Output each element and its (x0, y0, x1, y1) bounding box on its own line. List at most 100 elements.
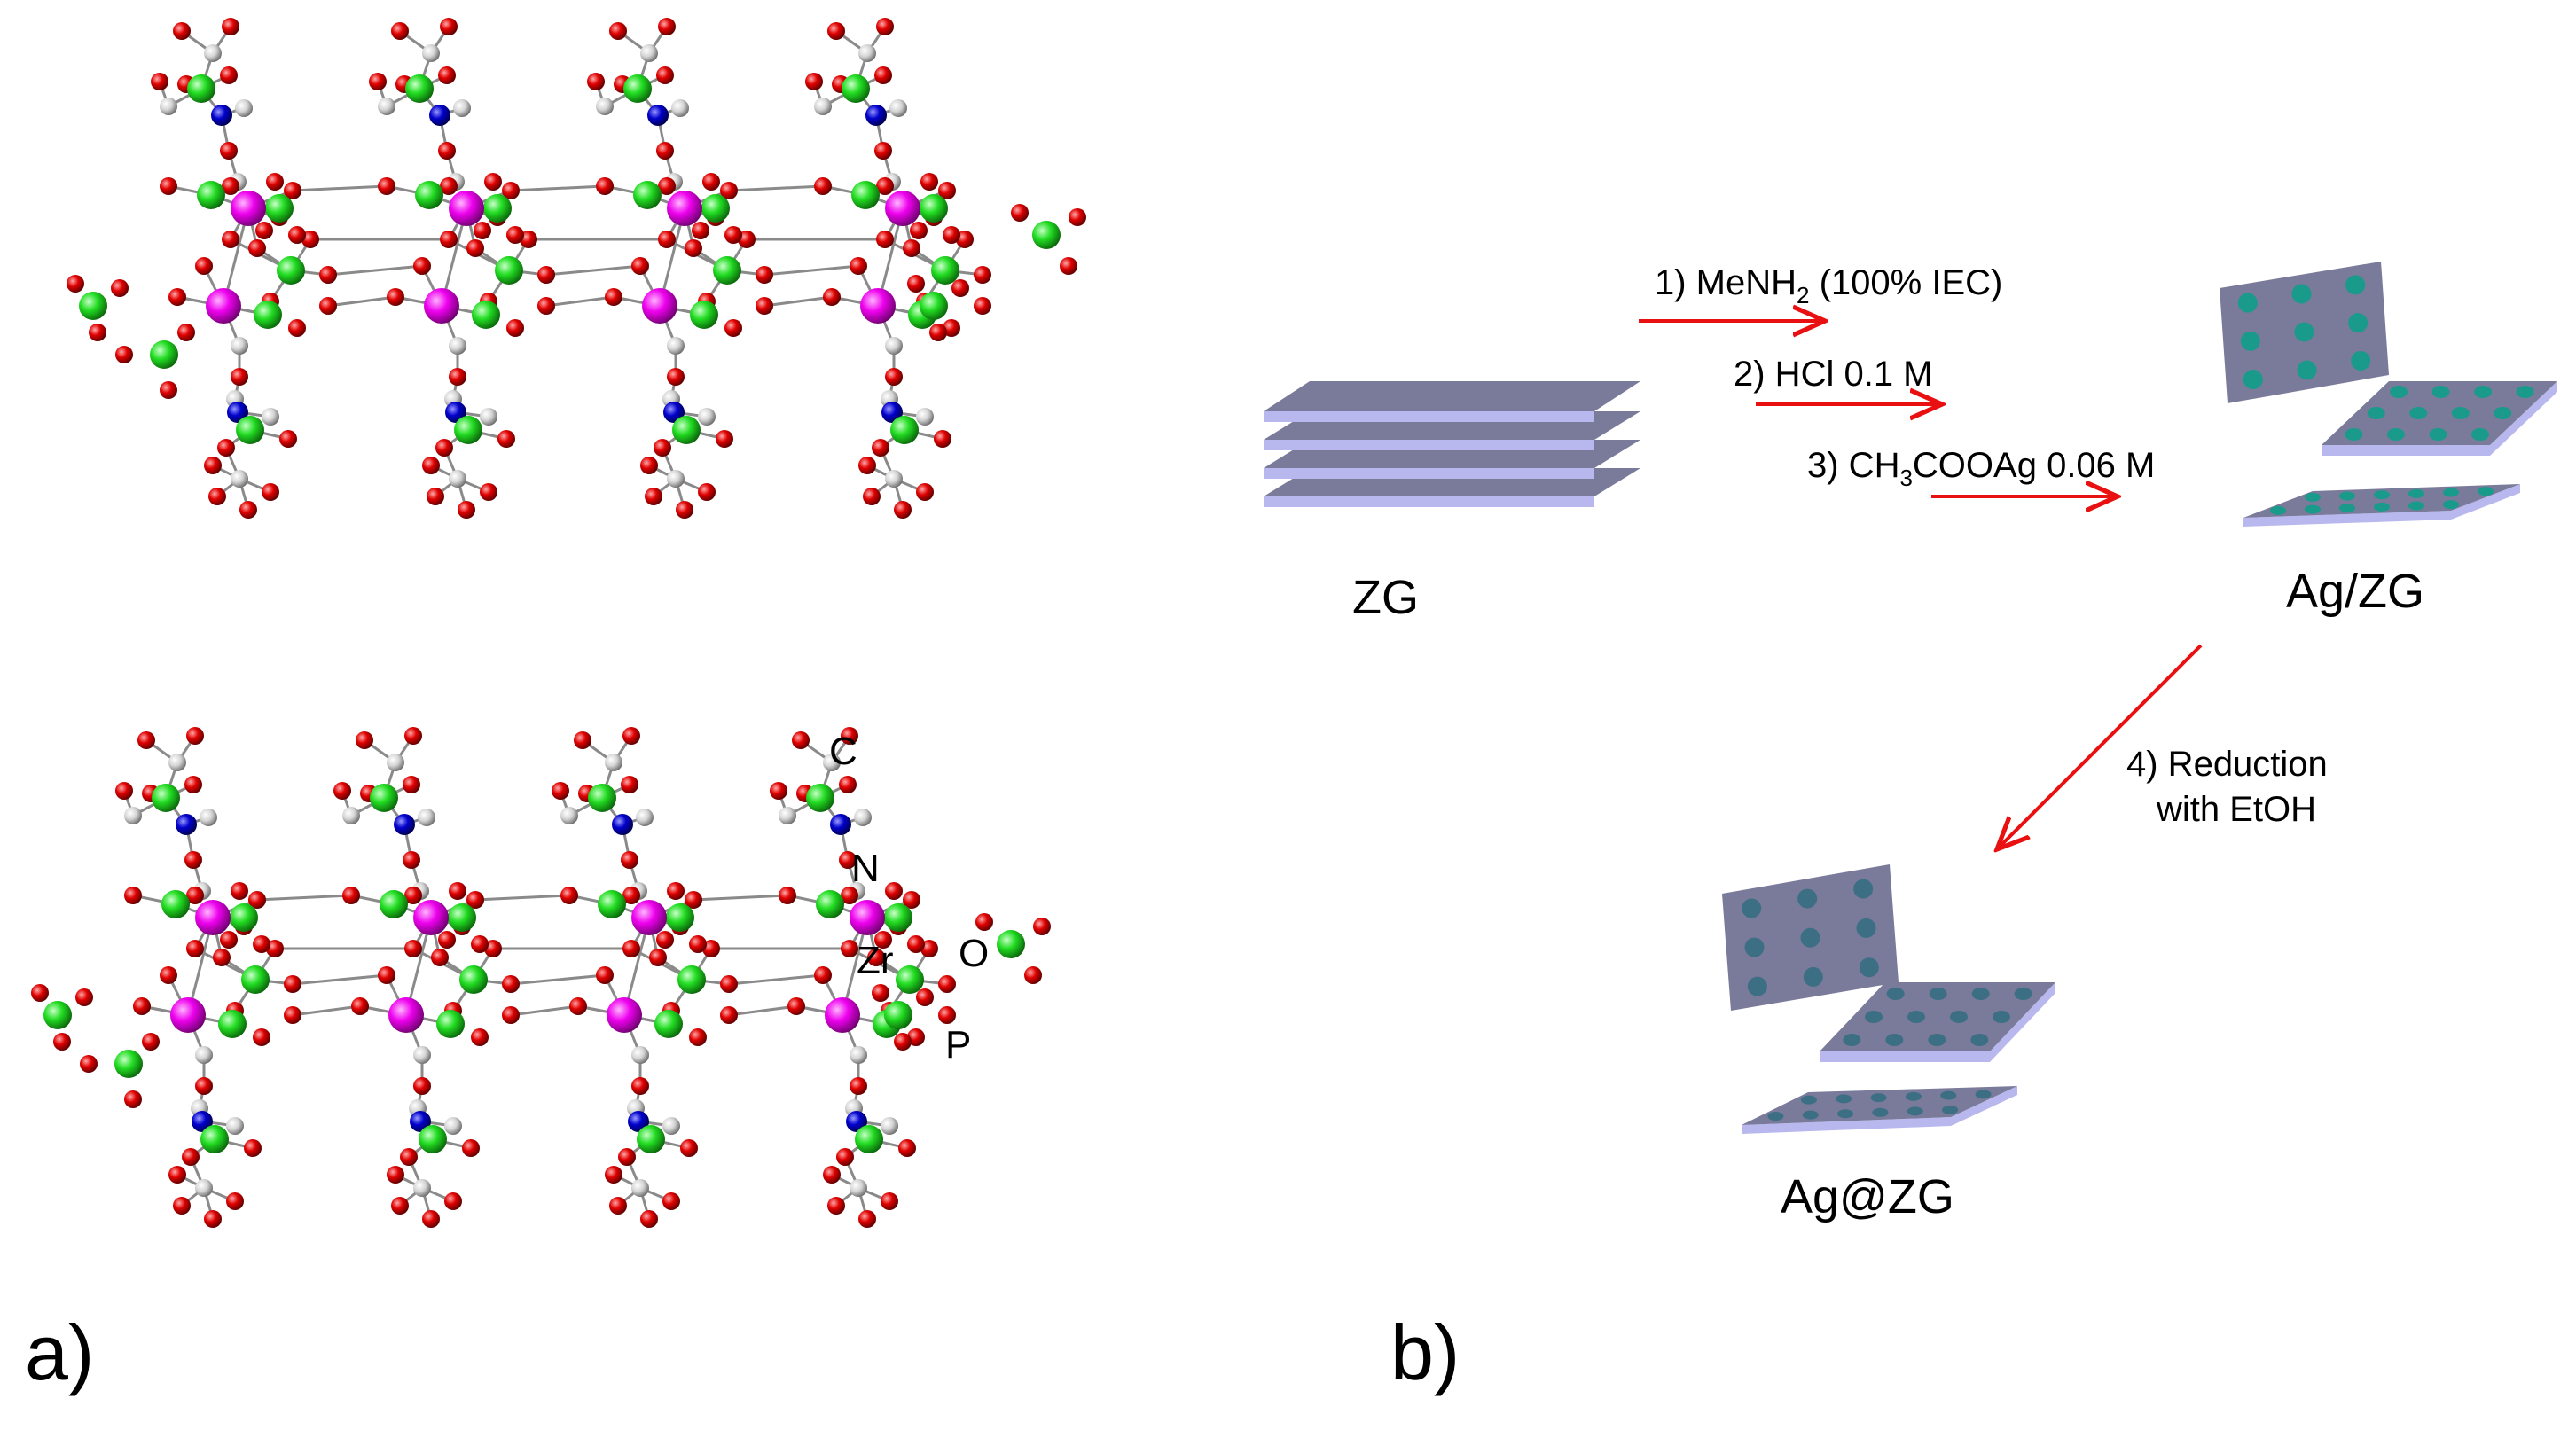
atom-o (537, 297, 555, 315)
atom-c (387, 754, 404, 771)
silver-particle (1747, 976, 1767, 996)
silver-particle (2348, 313, 2369, 333)
atom-o (898, 1139, 916, 1157)
silver-particle (1993, 1011, 2010, 1023)
atom-n (865, 105, 887, 126)
sheet-edge (2243, 511, 2451, 527)
atom-o (827, 22, 845, 40)
silver-particle (2516, 386, 2534, 398)
atom-p (677, 965, 706, 994)
atom-p (598, 890, 626, 918)
atom-o (244, 1139, 262, 1157)
chemical-bond (510, 184, 606, 192)
panel-label-a: a) (25, 1309, 94, 1396)
silver-particle (2474, 386, 2493, 398)
chemical-bond (545, 295, 615, 308)
atom-o (440, 18, 458, 35)
atom-o (204, 457, 222, 474)
atom-o (480, 483, 497, 501)
chemical-bond (510, 1004, 579, 1017)
atom-p (931, 256, 959, 285)
atom-o (640, 457, 658, 474)
atom-c (168, 754, 186, 771)
chemical-bond (292, 1004, 361, 1017)
atom-c (444, 1117, 462, 1135)
atom-zr (195, 900, 231, 935)
atom-o (333, 782, 351, 800)
atom-c (235, 99, 253, 117)
atom-c (885, 337, 903, 355)
step-1-label: 1) MeNH2 (100% IEC) (1655, 263, 2002, 309)
atom-p (890, 416, 919, 444)
atom-o (702, 173, 720, 191)
atom-o (881, 1192, 898, 1210)
atom-p (623, 74, 652, 103)
silver-particle (2374, 502, 2390, 512)
atom-c (631, 1179, 649, 1197)
atom-o (640, 1210, 658, 1228)
atom-o (903, 891, 920, 909)
atom-o (654, 439, 671, 457)
chemical-bond (292, 184, 388, 192)
atom-o (622, 940, 640, 957)
atom-o (569, 997, 587, 1015)
step-3-label: 3) CH3COOAg 0.06 M (1807, 446, 2155, 491)
atom-o (173, 22, 191, 40)
atom-o (80, 1055, 98, 1073)
atom-p (152, 784, 180, 812)
atom-o (974, 266, 991, 284)
chemical-bond (256, 894, 352, 902)
atom-p (370, 784, 398, 812)
label-ag-zg: Ag/ZG (2286, 565, 2424, 618)
atom-c (916, 408, 934, 426)
atom-o (204, 1210, 222, 1228)
atom-p (816, 890, 844, 918)
atom-o (449, 368, 466, 386)
atom-o (770, 782, 787, 800)
atom-o (839, 776, 857, 793)
atom-p (254, 301, 282, 329)
atom-p (997, 930, 1025, 958)
atom-o (422, 1210, 440, 1228)
atom-o (618, 1148, 636, 1166)
chemical-bond (763, 264, 859, 277)
atom-o (391, 22, 409, 40)
atom-o (574, 731, 591, 749)
atom-o (506, 319, 524, 337)
atom-o (266, 173, 284, 191)
atom-p (187, 74, 215, 103)
atom-o (168, 1166, 186, 1184)
atom-n (410, 1111, 431, 1132)
silver-particle (2237, 293, 2258, 313)
atom-o (537, 266, 555, 284)
silver-particle (1907, 1011, 1925, 1023)
atom-p (448, 903, 476, 932)
atom-label-n: N (851, 847, 880, 890)
atom-c (881, 1117, 898, 1135)
atom-c (231, 337, 248, 355)
atom-o (440, 177, 458, 195)
atom-o (431, 949, 449, 966)
nanosheet (2220, 262, 2389, 403)
atom-c (449, 337, 466, 355)
atom-c (667, 470, 685, 488)
sheet-edge (2322, 445, 2490, 456)
atom-n (663, 402, 685, 423)
atom-o (622, 727, 640, 745)
atom-o (836, 1148, 854, 1166)
atom-n (846, 1111, 867, 1132)
atom-label-zr: Zr (857, 939, 894, 982)
atom-p (436, 1010, 465, 1038)
atom-p (637, 1125, 665, 1153)
atom-o (462, 1139, 480, 1157)
atom-o (841, 940, 858, 957)
atom-p (150, 340, 178, 369)
atom-o (1060, 257, 1077, 275)
atom-o (698, 483, 716, 501)
silver-particle (1885, 1034, 1904, 1046)
panel-label-b: b) (1390, 1309, 1460, 1396)
atom-o (253, 935, 270, 953)
nanosheet (2322, 381, 2557, 456)
atom-o (497, 430, 515, 448)
atom-o (916, 483, 934, 501)
